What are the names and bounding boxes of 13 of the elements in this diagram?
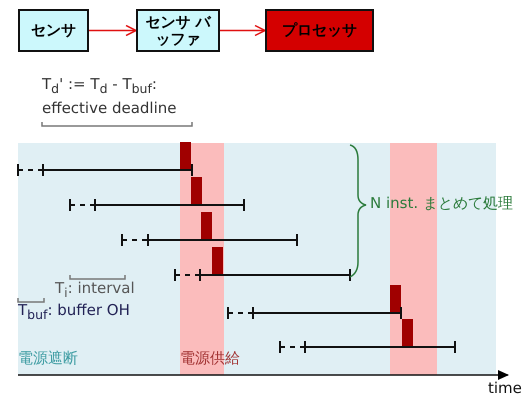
arrow: [220, 24, 266, 36]
brace-label: N inst. まとめて処理: [370, 195, 513, 212]
note-text: T$_{buf}$: buffer OH: [18, 302, 130, 323]
note-text: T$_{i}$: interval: [55, 280, 135, 301]
arrow: [89, 24, 137, 36]
process-box: センサ: [18, 9, 89, 52]
region-label: 電源遮断: [18, 350, 78, 367]
formula-text: T$_{d}$' := T$_{d}$ - T$_{buf}$:: [42, 76, 157, 97]
axis-label: time: [488, 380, 522, 397]
note-text: effective deadline: [42, 100, 176, 117]
process-box: プロセッサ: [265, 9, 374, 52]
region-label: 電源供給: [180, 350, 240, 367]
process-box: センサ バッファ: [136, 9, 220, 52]
